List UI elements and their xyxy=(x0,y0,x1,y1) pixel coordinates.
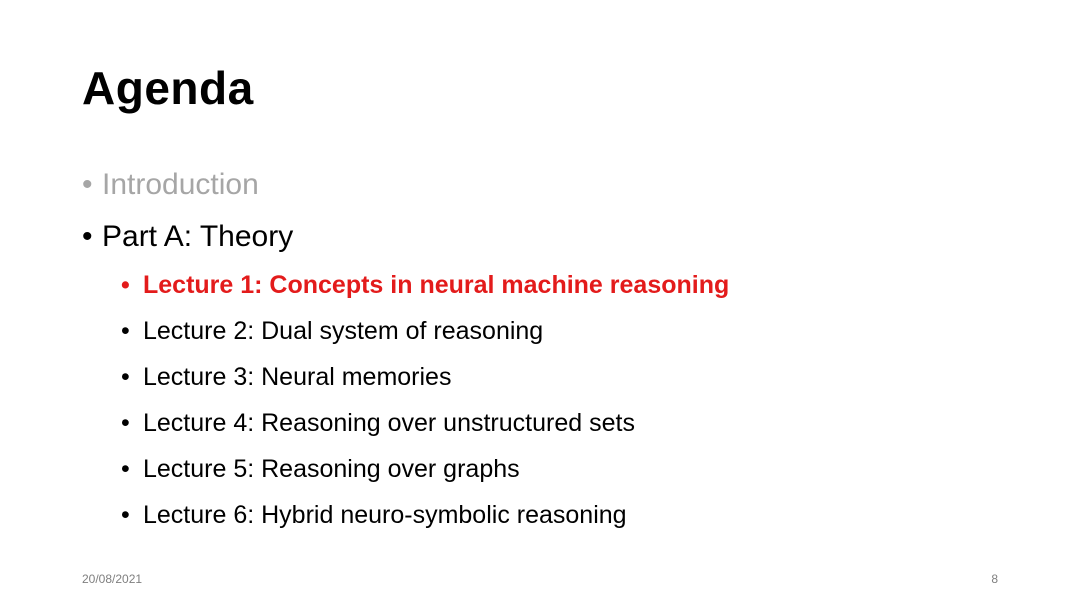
agenda-subitem-lecture-5: • Lecture 5: Reasoning over graphs xyxy=(121,454,520,484)
agenda-subitem-label: Lecture 5: Reasoning over graphs xyxy=(143,455,520,483)
agenda-subitem-label: Lecture 6: Hybrid neuro-symbolic reasoni… xyxy=(143,501,627,529)
agenda-item-label: Part A: Theory xyxy=(102,220,294,253)
bullet-icon: • xyxy=(82,220,93,253)
agenda-subitem-lecture-3: • Lecture 3: Neural memories xyxy=(121,362,451,392)
agenda-subitem-lecture-2: • Lecture 2: Dual system of reasoning xyxy=(121,316,543,346)
agenda-subitem-label: Lecture 2: Dual system of reasoning xyxy=(143,317,544,345)
agenda-subitem-label: Lecture 4: Reasoning over unstructured s… xyxy=(143,409,635,437)
agenda-item-part-a: • Part A: Theory xyxy=(82,219,293,255)
bullet-icon: • xyxy=(121,271,130,299)
agenda-item-introduction: • Introduction xyxy=(82,167,259,203)
footer-date: 20/08/2021 xyxy=(82,572,143,586)
bullet-icon: • xyxy=(121,501,130,529)
bullet-icon: • xyxy=(121,455,130,483)
agenda-subitem-label: Lecture 1: Concepts in neural machine re… xyxy=(143,271,730,299)
bullet-icon: • xyxy=(121,363,130,391)
bullet-icon: • xyxy=(121,409,130,437)
footer-page-number: 8 xyxy=(991,572,998,586)
bullet-icon: • xyxy=(82,168,93,201)
slide-title: Agenda xyxy=(82,62,254,114)
agenda-subitem-lecture-1: • Lecture 1: Concepts in neural machine r… xyxy=(121,270,729,300)
bullet-icon: • xyxy=(121,317,130,345)
agenda-subitem-lecture-4: • Lecture 4: Reasoning over unstructured … xyxy=(121,408,635,438)
agenda-item-label: Introduction xyxy=(102,168,259,201)
agenda-subitem-label: Lecture 3: Neural memories xyxy=(143,363,452,391)
agenda-subitem-lecture-6: • Lecture 6: Hybrid neuro-symbolic reason… xyxy=(121,500,627,530)
